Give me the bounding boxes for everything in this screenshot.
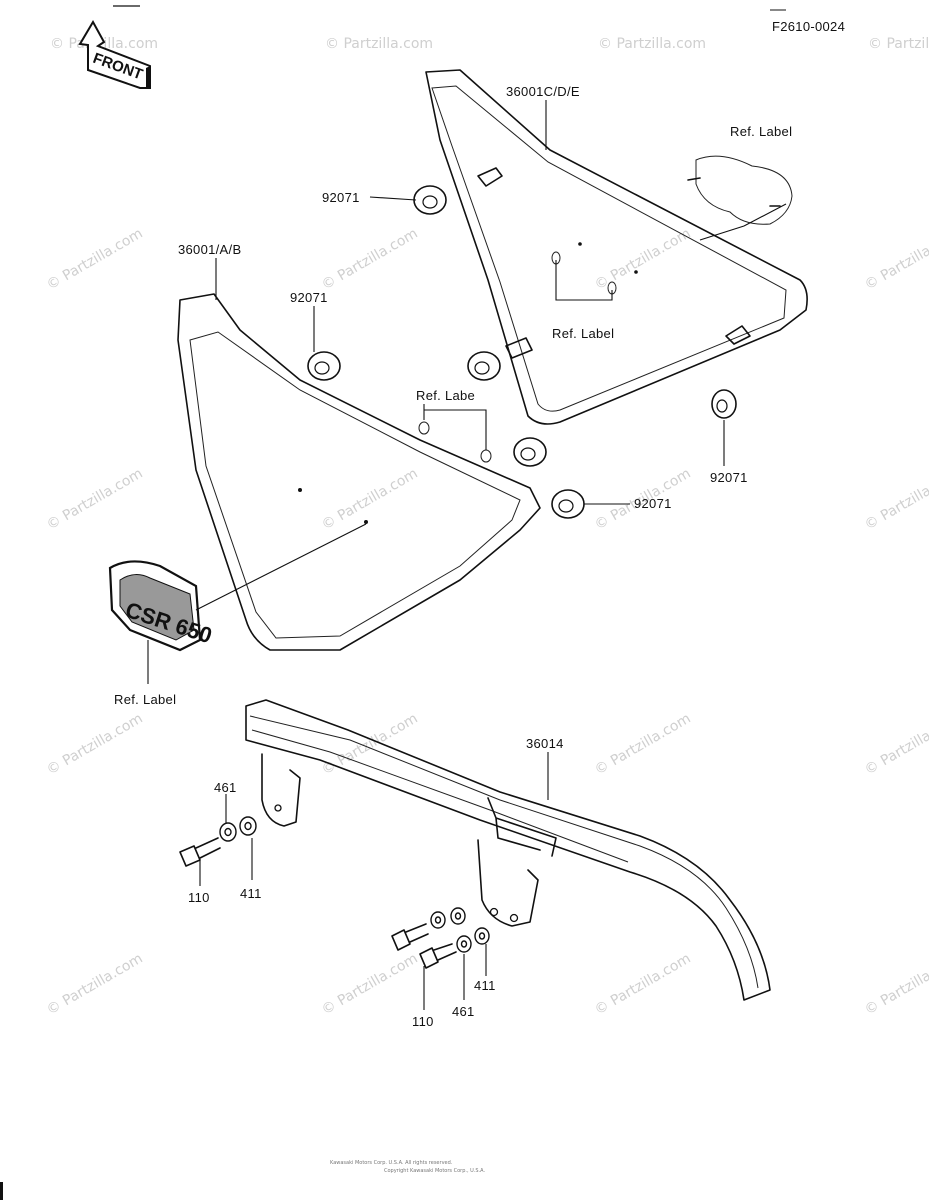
grommet-92071-top [413, 185, 447, 215]
label-36014: 36014 [526, 736, 564, 751]
csr-emblem-label: CSR 650 [108, 560, 215, 652]
front-arrow-icon: FRONT [78, 19, 151, 89]
label-ref-right-cover: Ref. Label [552, 326, 614, 341]
label-ref-emblem: Ref. Label [114, 692, 176, 707]
bolt-110-right [419, 943, 457, 969]
label-110-right: 110 [412, 1014, 434, 1029]
washer-411-right [450, 907, 490, 945]
watermark: © Partzilla.com [592, 226, 694, 294]
left-side-cover [177, 293, 541, 651]
grommet-92071-mid [307, 351, 341, 381]
label-92071-lower: 92071 [634, 496, 672, 511]
washer-461-right [430, 911, 472, 953]
watermark: © Partzilla.com [862, 226, 929, 294]
label-ref-left-cover: Ref. Labe [416, 388, 475, 403]
diagram-code: F2610-0024 [772, 19, 845, 34]
label-411-right: 411 [474, 978, 496, 993]
grommet-center [467, 351, 501, 381]
label-36001ab: 36001/A/B [178, 242, 241, 257]
label-461-right: 461 [452, 1004, 475, 1019]
chain-guard [245, 699, 771, 1001]
ref-label-plate [687, 155, 793, 225]
scan-artifacts [113, 5, 786, 11]
part-labels: 36001C/D/E Ref. Label 92071 36001/A/B 92… [114, 84, 792, 1029]
watermark: © Partzilla.com [50, 36, 158, 52]
washer-411-left [239, 816, 257, 836]
watermark-layer: © Partzilla.com © Partzilla.com © Partzi… [44, 36, 929, 1018]
watermark: © Partzilla.com [862, 951, 929, 1019]
watermark: © Partzilla.com [319, 711, 421, 779]
label-ref-top-right: Ref. Label [730, 124, 792, 139]
watermark: © Partzilla.com [44, 466, 146, 534]
label-411-left: 411 [240, 886, 262, 901]
label-461-left: 461 [214, 780, 237, 795]
watermark: © Partzilla.com [592, 951, 694, 1019]
label-92071-mid: 92071 [290, 290, 328, 305]
label-110-left: 110 [188, 890, 210, 905]
watermark: © Partzilla.com [44, 226, 146, 294]
footer-line: Copyright Kawasaki Motors Corp., U.S.A. [384, 1168, 486, 1174]
watermark: © Partzilla.com [319, 466, 421, 534]
watermark: © Partzilla.com [592, 711, 694, 779]
watermark: © Partzilla.com [325, 36, 433, 52]
watermark: © Partzilla.com [319, 951, 421, 1019]
right-side-cover [425, 69, 808, 425]
watermark: © Partzilla.com [44, 951, 146, 1019]
watermark: © Partzilla.com [598, 36, 706, 52]
label-92071-top: 92071 [322, 190, 360, 205]
page-edge-mark [0, 1182, 3, 1200]
watermark: © Partzilla.com [862, 466, 929, 534]
bolt-110-right-upper [391, 923, 429, 951]
label-92071-right: 92071 [710, 470, 748, 485]
watermark: © Partzilla.com [868, 36, 929, 52]
footer-line: Kawasaki Motors Corp. U.S.A. All rights … [330, 1160, 453, 1166]
label-36001cde: 36001C/D/E [506, 84, 580, 99]
leader-lines [147, 100, 787, 1010]
watermark: © Partzilla.com [862, 711, 929, 779]
washer-461-left [219, 822, 237, 842]
grommet-92071-lower [551, 489, 585, 519]
footer: Kawasaki Motors Corp. U.S.A. All rights … [330, 1160, 486, 1174]
watermark: © Partzilla.com [44, 711, 146, 779]
grommet-lower-center [513, 437, 547, 467]
grommet-92071-right [711, 389, 737, 419]
watermark: © Partzilla.com [319, 226, 421, 294]
